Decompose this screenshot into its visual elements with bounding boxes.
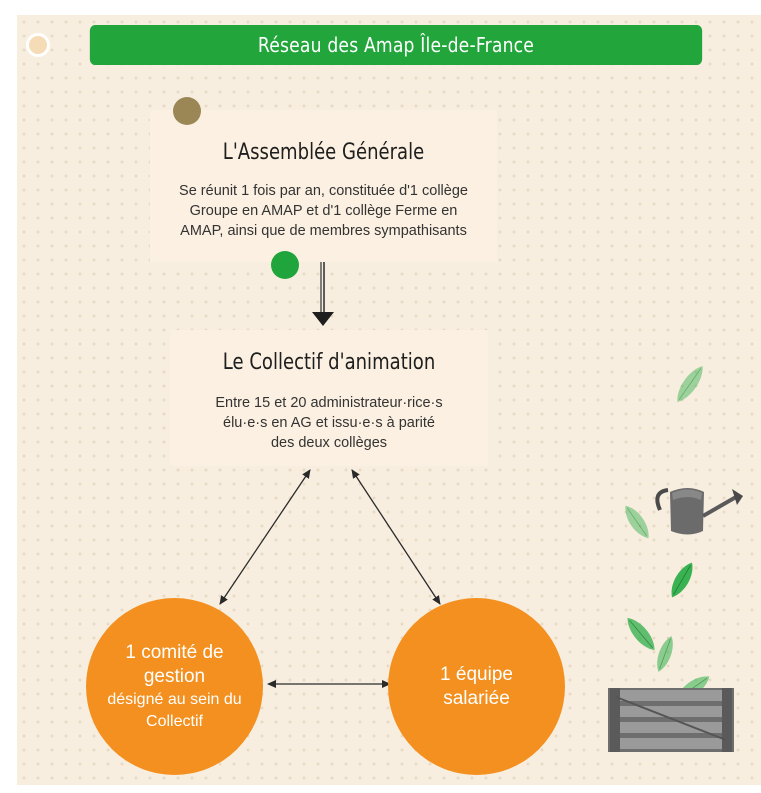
assemblee-description: Se réunit 1 fois par an, constituée d'1 …: [150, 181, 497, 241]
banner-dot: [26, 33, 50, 57]
equipe-line: salariée: [443, 687, 510, 709]
right-connector-arrow: [351, 469, 441, 605]
collectif-desc-line: Entre 15 et 20 administrateur·rice·s: [215, 395, 443, 411]
collectif-desc-line: élu·e·s en AG et issu·e·s à parité: [223, 415, 435, 431]
assemblee-desc-line: AMAP, ainsi que de membres sympathisants: [180, 223, 467, 239]
down-arrow: [312, 254, 334, 326]
collectif-desc-line: des deux collèges: [270, 435, 388, 451]
comite-gestion-circle: 1 comité de gestion désigné au sein du C…: [86, 598, 263, 775]
collectif-animation-card: Le Collectif d'animation Entre 15 et 20 …: [170, 330, 488, 466]
green-dot: [271, 251, 299, 279]
left-connector-arrow: [219, 469, 311, 605]
comite-line: Collectif: [146, 712, 203, 730]
comite-line: gestion: [143, 665, 206, 687]
collectif-description: Entre 15 et 20 administrateur·rice·s élu…: [170, 393, 488, 453]
comite-line: 1 comité de: [125, 641, 224, 663]
page-title: Réseau des Amap Île-de-France: [89, 25, 703, 65]
assemblee-desc-line: Groupe en AMAP et d'1 collège Ferme en: [189, 203, 458, 219]
collectif-title: Le Collectif d'animation: [222, 350, 436, 375]
comite-line: désigné au sein du: [107, 690, 242, 708]
equipe-line: 1 équipe: [440, 663, 513, 685]
brown-dot: [173, 97, 201, 125]
assemblee-title: L'Assemblée Générale: [222, 140, 425, 165]
assemblee-generale-card: L'Assemblée Générale Se réunit 1 fois pa…: [150, 110, 497, 262]
equipe-salariee-circle: 1 équipe salariée: [388, 598, 565, 775]
assemblee-desc-line: Se réunit 1 fois par an, constituée d'1 …: [179, 183, 468, 199]
